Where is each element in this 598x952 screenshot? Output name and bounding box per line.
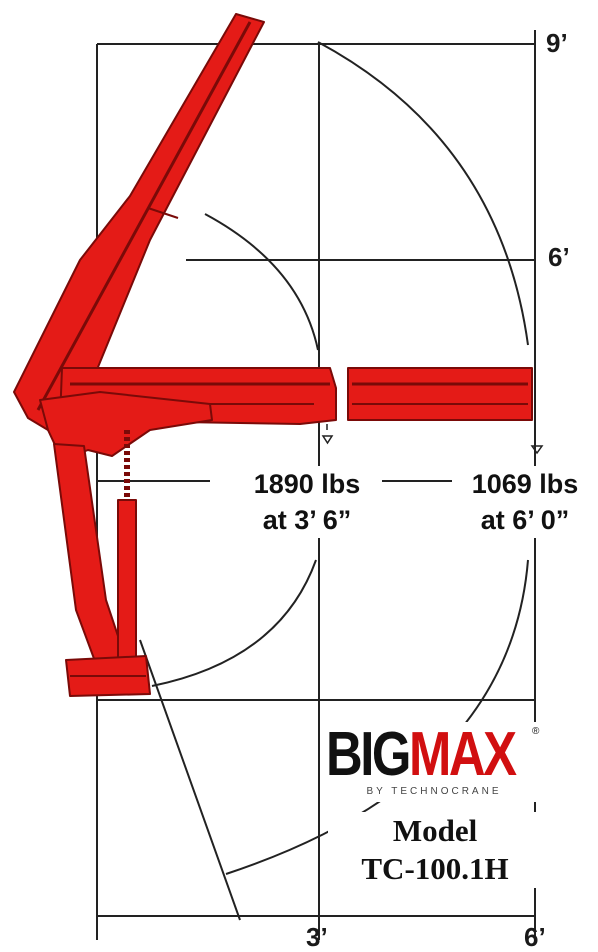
support-column xyxy=(53,443,127,665)
capacity-label-inner: 1890 lbs at 3’ 6” xyxy=(232,466,382,538)
horizontal-arm-extension xyxy=(347,367,533,421)
brand-word-red: MAX xyxy=(409,720,517,789)
tick-label-9ft: 9’ xyxy=(546,28,568,58)
brand-wordmark: BIGMAX xyxy=(326,720,517,789)
registered-mark: ® xyxy=(532,726,540,737)
brand-word-dark: BIG xyxy=(326,720,411,789)
raised-arm xyxy=(13,13,265,431)
hook-markers xyxy=(321,424,544,455)
raised-arm-seam-2 xyxy=(147,207,179,219)
crane-silhouette xyxy=(13,13,533,697)
model-line-2: TC-100.1H xyxy=(361,851,509,886)
hook-marker-outer xyxy=(530,445,544,455)
brand-tagline: BY TECHNOCRANE xyxy=(366,786,502,797)
inner-reach-arc-upper xyxy=(204,213,319,351)
tick-label-3ft: 3’ xyxy=(306,922,328,952)
capacity-weight-outer: 1069 lbs xyxy=(471,469,579,499)
model-line-1: Model xyxy=(392,813,478,848)
inner-reach-arc-lower xyxy=(151,559,317,687)
tick-label-6ft-horizontal: 6’ xyxy=(524,922,546,952)
bigmax-logo: BIGMAX ® BY TECHNOCRANE xyxy=(322,722,544,802)
outer-reach-arc-upper xyxy=(317,41,529,346)
raised-arm-seam xyxy=(36,21,252,411)
capacity-weight-inner: 1890 lbs xyxy=(253,469,361,499)
hydraulic-cylinder xyxy=(117,499,137,661)
swing-line xyxy=(139,639,241,921)
capacity-reach-outer: at 6’ 0” xyxy=(480,505,570,535)
model-caption: Model TC-100.1H xyxy=(328,812,542,888)
tick-label-6ft-vertical: 6’ xyxy=(548,242,570,272)
hook-marker-inner xyxy=(321,435,334,445)
capacity-label-outer: 1069 lbs at 6’ 0” xyxy=(452,466,598,538)
capacity-reach-inner: at 3’ 6” xyxy=(262,505,352,535)
